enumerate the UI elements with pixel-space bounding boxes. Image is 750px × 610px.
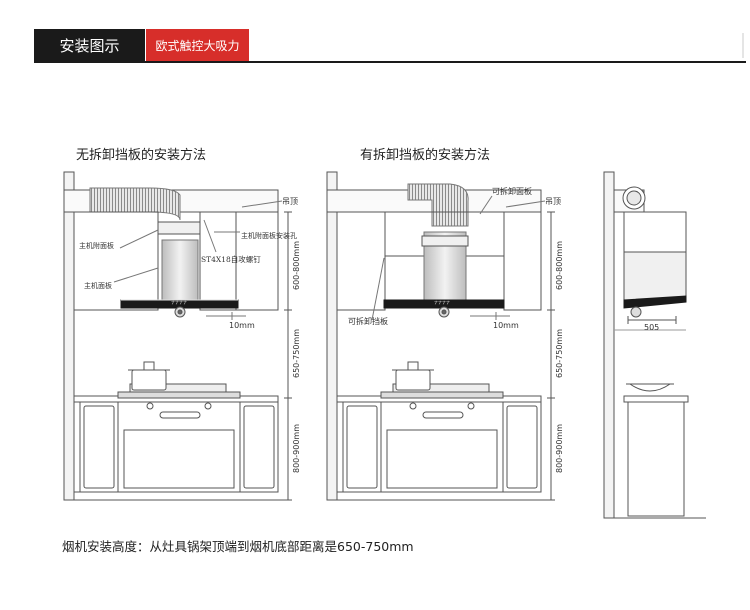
dim-650-750-left: 650-750mm: [292, 329, 301, 378]
dim-600-800-left: 600-800mm: [292, 241, 301, 290]
label-removable-baffle: 可拆卸挡板: [348, 316, 388, 326]
label-main-attach-panel: 主机附面板: [79, 241, 114, 250]
figure-no-baffle: [63, 171, 292, 501]
figure-side-view: [603, 171, 706, 519]
label-gap-left: 10mm: [229, 321, 255, 330]
section-title-with-baffle: 有拆卸挡板的安装方法: [360, 148, 491, 163]
header-title: 安装图示: [34, 29, 145, 61]
label-removable-face-panel: 可拆卸面板: [492, 186, 532, 196]
dim-505: 505: [644, 323, 659, 332]
dim-600-800-mid: 600-800mm: [555, 241, 564, 290]
dim-800-900-mid: 800-900mm: [555, 424, 564, 473]
label-ceiling-mid: 吊顶: [545, 197, 561, 206]
label-screw: ST4X18自攻螺钉: [201, 254, 261, 264]
label-attach-panel-holes: 主机附面板安装孔: [241, 231, 297, 240]
dim-800-900-left: 800-900mm: [292, 424, 301, 473]
header-accent-right: [742, 33, 744, 58]
hood-brand-left: ナナナナ: [171, 299, 187, 305]
header-subtitle: 欧式触控大吸力: [146, 29, 249, 61]
installation-height-note: 烟机安装高度：从灶具锅架顶端到烟机底部距离是650-750mm: [62, 539, 414, 554]
figure-with-baffle: [326, 171, 555, 501]
dim-650-750-mid: 650-750mm: [555, 329, 564, 378]
header-rule: [34, 61, 746, 63]
hood-brand-mid: ナナナナ: [434, 299, 450, 305]
section-title-no-baffle: 无拆卸挡板的安装方法: [76, 148, 207, 163]
label-ceiling-left: 吊顶: [282, 197, 298, 206]
label-main-panel: 主机面板: [84, 281, 112, 290]
label-gap-mid: 10mm: [493, 321, 519, 330]
